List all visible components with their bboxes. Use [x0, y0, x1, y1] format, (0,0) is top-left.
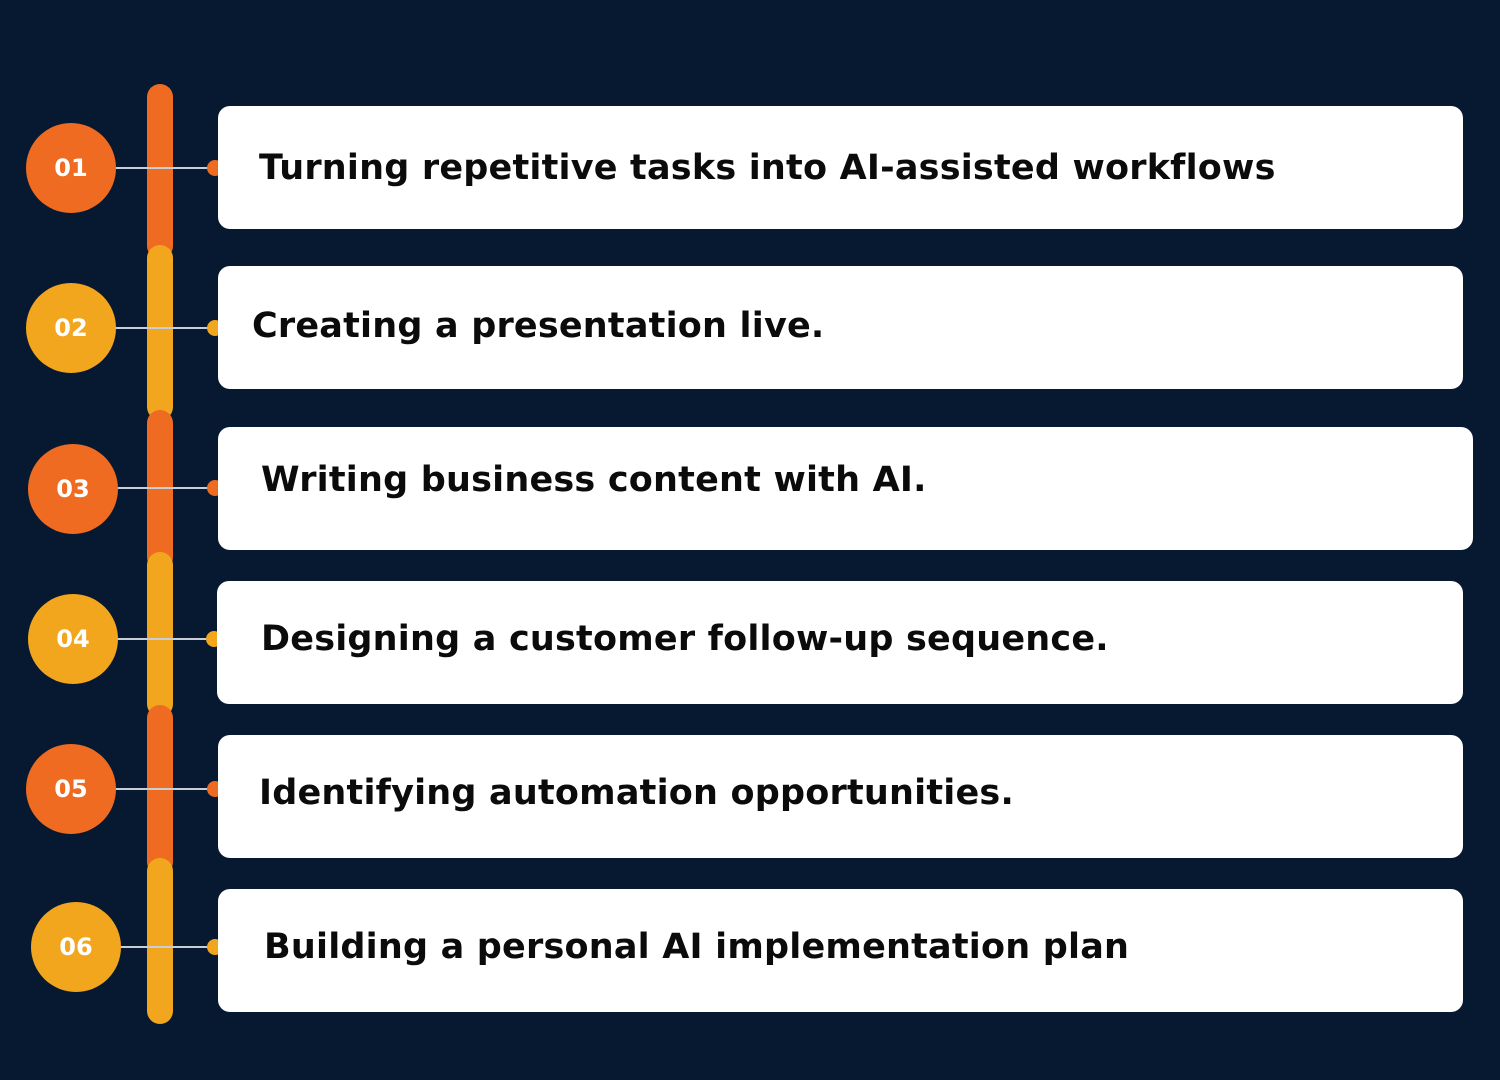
step-1-number-badge: 01: [26, 123, 116, 213]
step-2-text: Creating a presentation live.: [252, 305, 825, 346]
step-3-text: Writing business content with AI.: [261, 459, 927, 500]
step-5-number: 05: [54, 775, 88, 803]
step-1-text: Turning repetitive tasks into AI-assiste…: [259, 147, 1276, 188]
step-4-number: 04: [56, 625, 90, 653]
step-6-number-badge: 06: [31, 902, 121, 992]
step-6-number: 06: [59, 933, 93, 961]
step-5-number-badge: 05: [26, 744, 116, 834]
step-1-connector: [115, 167, 213, 169]
step-6-connector: [118, 946, 213, 948]
step-5-text: Identifying automation opportunities.: [259, 772, 1014, 813]
timeline-bar-segment-2: [147, 245, 173, 420]
step-4-card: Designing a customer follow-up sequence.: [217, 581, 1463, 704]
timeline-bar-segment-5: [147, 705, 173, 875]
step-2-connector: [115, 327, 213, 329]
step-3-connector: [115, 487, 213, 489]
step-2-number-badge: 02: [26, 283, 116, 373]
step-5-card: Identifying automation opportunities.: [218, 735, 1463, 858]
step-2-card: Creating a presentation live.: [218, 266, 1463, 389]
step-4-connector: [115, 638, 213, 640]
step-3-number: 03: [56, 475, 90, 503]
step-6-card: Building a personal AI implementation pl…: [218, 889, 1463, 1012]
step-6-text: Building a personal AI implementation pl…: [264, 926, 1130, 967]
step-4-number-badge: 04: [28, 594, 118, 684]
step-1-number: 01: [54, 154, 88, 182]
step-2-number: 02: [54, 314, 88, 342]
step-1-card: Turning repetitive tasks into AI-assiste…: [218, 106, 1463, 229]
timeline-bar-segment-4: [147, 552, 173, 717]
timeline-bar-segment-1: [147, 84, 173, 259]
step-3-card: Writing business content with AI.: [218, 427, 1473, 550]
step-5-connector: [115, 788, 213, 790]
timeline-bar-segment-6: [147, 858, 173, 1024]
step-4-text: Designing a customer follow-up sequence.: [261, 618, 1109, 659]
step-3-number-badge: 03: [28, 444, 118, 534]
timeline-bar-segment-3: [147, 410, 173, 570]
